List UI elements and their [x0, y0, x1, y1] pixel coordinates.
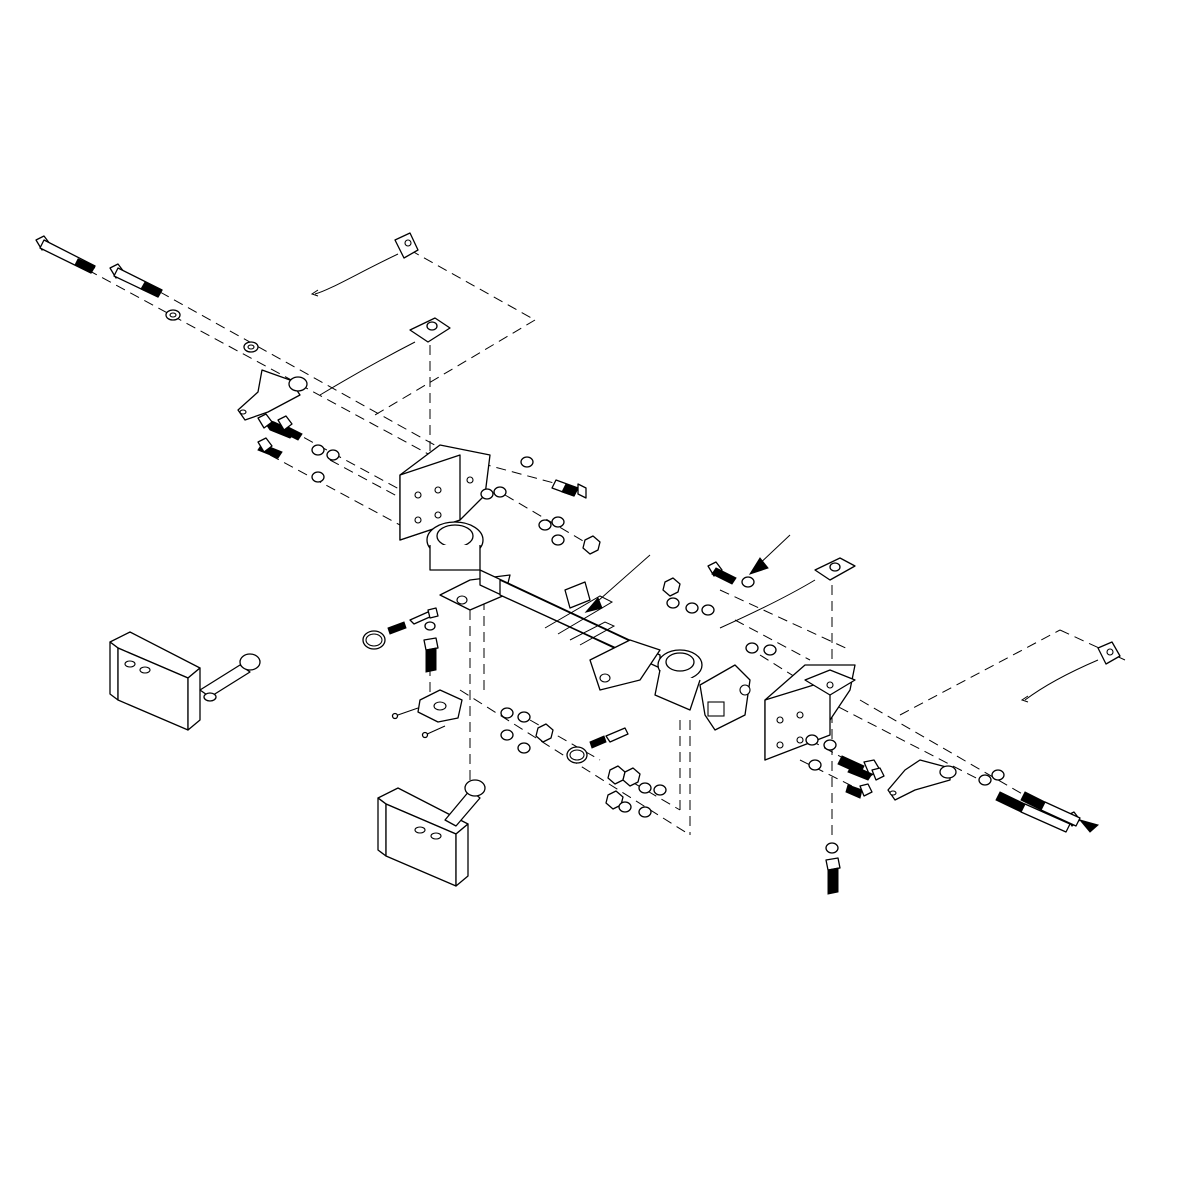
hex-nut — [622, 767, 641, 787]
hitch-pin-wire — [394, 707, 419, 717]
washer — [805, 734, 819, 746]
washer — [638, 806, 652, 818]
hex-bolts-right — [837, 755, 885, 799]
pin-head — [391, 712, 399, 720]
hex-nut — [607, 765, 626, 785]
washer — [701, 604, 715, 616]
washer — [500, 707, 514, 719]
washer — [745, 642, 759, 654]
washer — [618, 801, 632, 813]
side-bracket-left — [399, 444, 491, 541]
washer — [517, 711, 531, 723]
callout-arrow-upper-right — [748, 534, 791, 575]
hex-bolt-right-of-bracket — [551, 479, 587, 499]
hex-bolt-vertical-right — [825, 857, 841, 895]
washer — [991, 769, 1005, 781]
callout-arrow — [1078, 819, 1100, 833]
cross-tube-frame — [426, 521, 661, 691]
hex-nut — [582, 535, 601, 555]
hex-nut — [662, 577, 681, 597]
hex-bolt-upper-center — [707, 561, 737, 585]
washer — [311, 444, 325, 456]
hex-nut — [535, 723, 554, 743]
u-bolt-pair — [544, 595, 616, 646]
washer — [538, 519, 552, 531]
washer — [978, 774, 992, 786]
washer-hole — [247, 344, 255, 350]
retaining-ring-inner — [365, 633, 383, 647]
callout-arrow-center — [584, 554, 651, 613]
washer — [326, 449, 340, 461]
washer — [480, 488, 494, 500]
lift-lever-upper — [319, 317, 451, 396]
pull-cable-upper — [310, 232, 419, 297]
pull-cable-lower-right — [1020, 641, 1121, 703]
washer — [520, 456, 534, 468]
assembly-guide-lines — [87, 249, 1126, 840]
washer — [424, 621, 436, 631]
washer — [741, 576, 755, 588]
washer — [551, 516, 565, 528]
hex-bolts-left — [257, 413, 303, 459]
receiver-hitch — [654, 649, 751, 731]
washer — [517, 742, 531, 754]
retaining-ring-inner — [569, 749, 585, 761]
hitch-pin-wire — [424, 725, 446, 736]
side-bracket-right — [764, 664, 856, 761]
long-bolt-lower-right-2 — [1020, 791, 1081, 827]
lift-lever-right — [719, 557, 856, 629]
washer — [666, 597, 680, 609]
mount-plate-right — [377, 779, 486, 887]
washer-hole — [169, 312, 177, 318]
washer — [638, 782, 652, 794]
hitch-pin-left — [387, 607, 439, 635]
washer — [825, 842, 839, 854]
washer — [500, 729, 514, 741]
washer — [763, 644, 777, 656]
washer — [653, 784, 667, 796]
long-bolt-upper-left-1 — [35, 235, 96, 274]
pin-head — [421, 731, 429, 739]
pivot-arm-right — [887, 759, 957, 801]
washer — [808, 759, 822, 771]
washer — [685, 602, 699, 614]
gasket-plate — [417, 689, 463, 723]
mount-plate-left — [109, 631, 261, 731]
washer — [311, 471, 325, 483]
pivot-arm-left — [237, 369, 308, 421]
washer — [823, 739, 837, 751]
hex-bolt-vertical-left — [423, 637, 439, 673]
washer — [493, 486, 507, 498]
washer — [551, 534, 565, 546]
hitch-pin-right — [589, 727, 629, 749]
long-bolt-upper-left-2 — [109, 263, 163, 298]
